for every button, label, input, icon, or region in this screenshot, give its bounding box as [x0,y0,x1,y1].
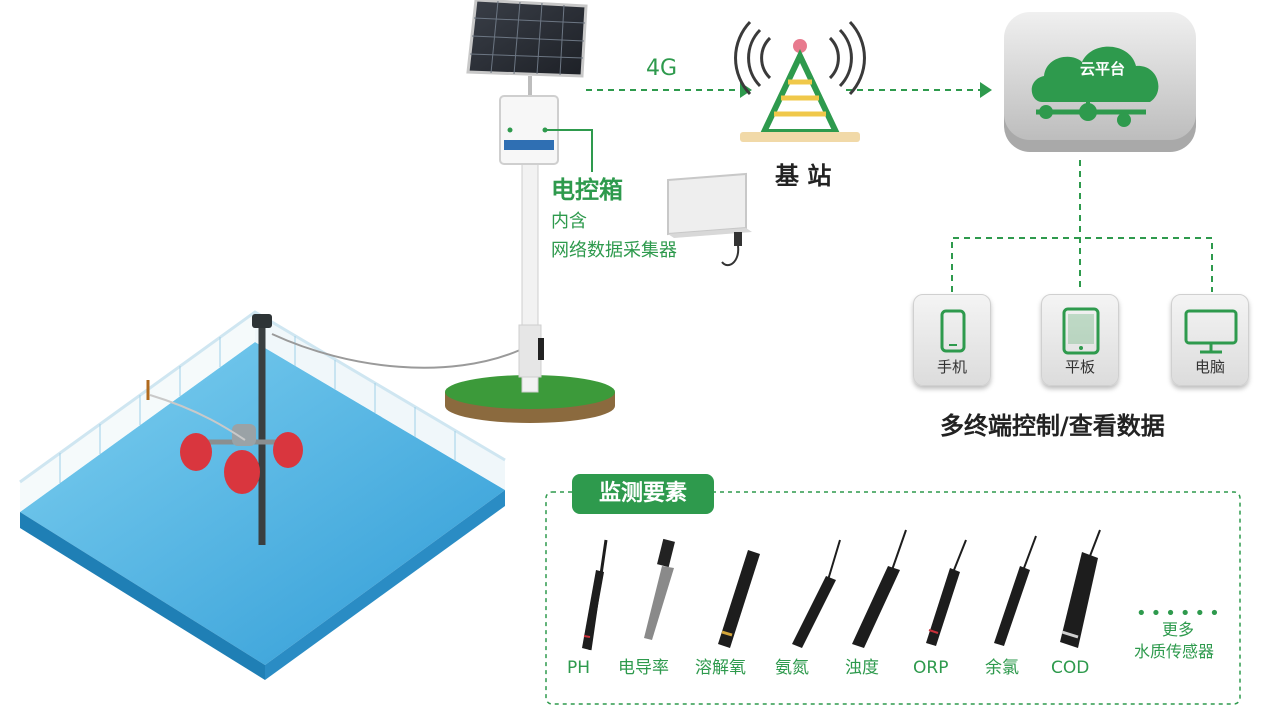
control-box [499,95,593,172]
probe-orp [926,539,967,646]
terminal-computer-label: 电脑 [1194,358,1225,376]
phone-icon [940,309,966,353]
sensor-probes [582,529,1101,651]
cloud-platform [1004,12,1196,152]
link-arrow-cloud [846,82,992,98]
sensor-label-turbidity: 浊度 [845,658,879,678]
terminal-computer: 电脑 [1171,294,1249,386]
tablet-icon [1062,307,1100,355]
probe-turbidity [852,529,907,648]
link-label-4g: 4G [646,56,678,81]
base-station-tower [734,20,866,142]
link-arrow-4g [586,82,752,98]
sensor-label-chlorine: 余氯 [985,658,1019,678]
buoy-sensor [149,314,303,545]
probe-chlorine [994,535,1037,646]
terminal-phone-label: 手机 [936,358,967,376]
terminal-tablet: 平板 [1041,294,1119,386]
more-dots-icon: •••••• [1136,603,1224,624]
probe-ammonia [792,539,841,648]
sensor-label-orp: ORP [913,658,949,678]
probe-cod [1060,529,1101,648]
terminals-caption: 多终端控制/查看数据 [940,412,1165,440]
more-sensors-line2: 水质传感器 [1134,642,1215,661]
solar-panel [466,0,588,98]
sensor-label-conductivity: 电导率 [618,658,669,678]
terminal-connectors [951,160,1213,292]
monitoring-title: 监测要素 [572,474,714,514]
sensor-label-ph: PH [567,658,591,678]
cloud-label: 云平台 [1080,60,1126,78]
data-collector [667,172,752,267]
signal-cable [271,333,521,369]
control-box-line1: 内含 [551,211,587,232]
probe-do [718,550,760,648]
sensor-label-dissolved-oxygen: 溶解氧 [695,658,746,678]
monitoring-box [545,491,1241,705]
probe-ph [582,539,608,651]
pole [518,149,544,393]
more-sensors-line1: 更多 [1162,620,1195,639]
control-box-line2: 网络数据采集器 [551,240,677,261]
control-box-title: 电控箱 [551,176,623,204]
sensor-label-ammonia: 氨氮 [775,658,809,678]
base-station-label: 基 站 [775,162,832,190]
probe-conductivity [644,538,675,640]
sensor-label-cod: COD [1051,658,1090,678]
terminal-phone: 手机 [913,294,991,386]
terminal-tablet-label: 平板 [1064,358,1095,376]
monitor-icon [1184,309,1238,354]
